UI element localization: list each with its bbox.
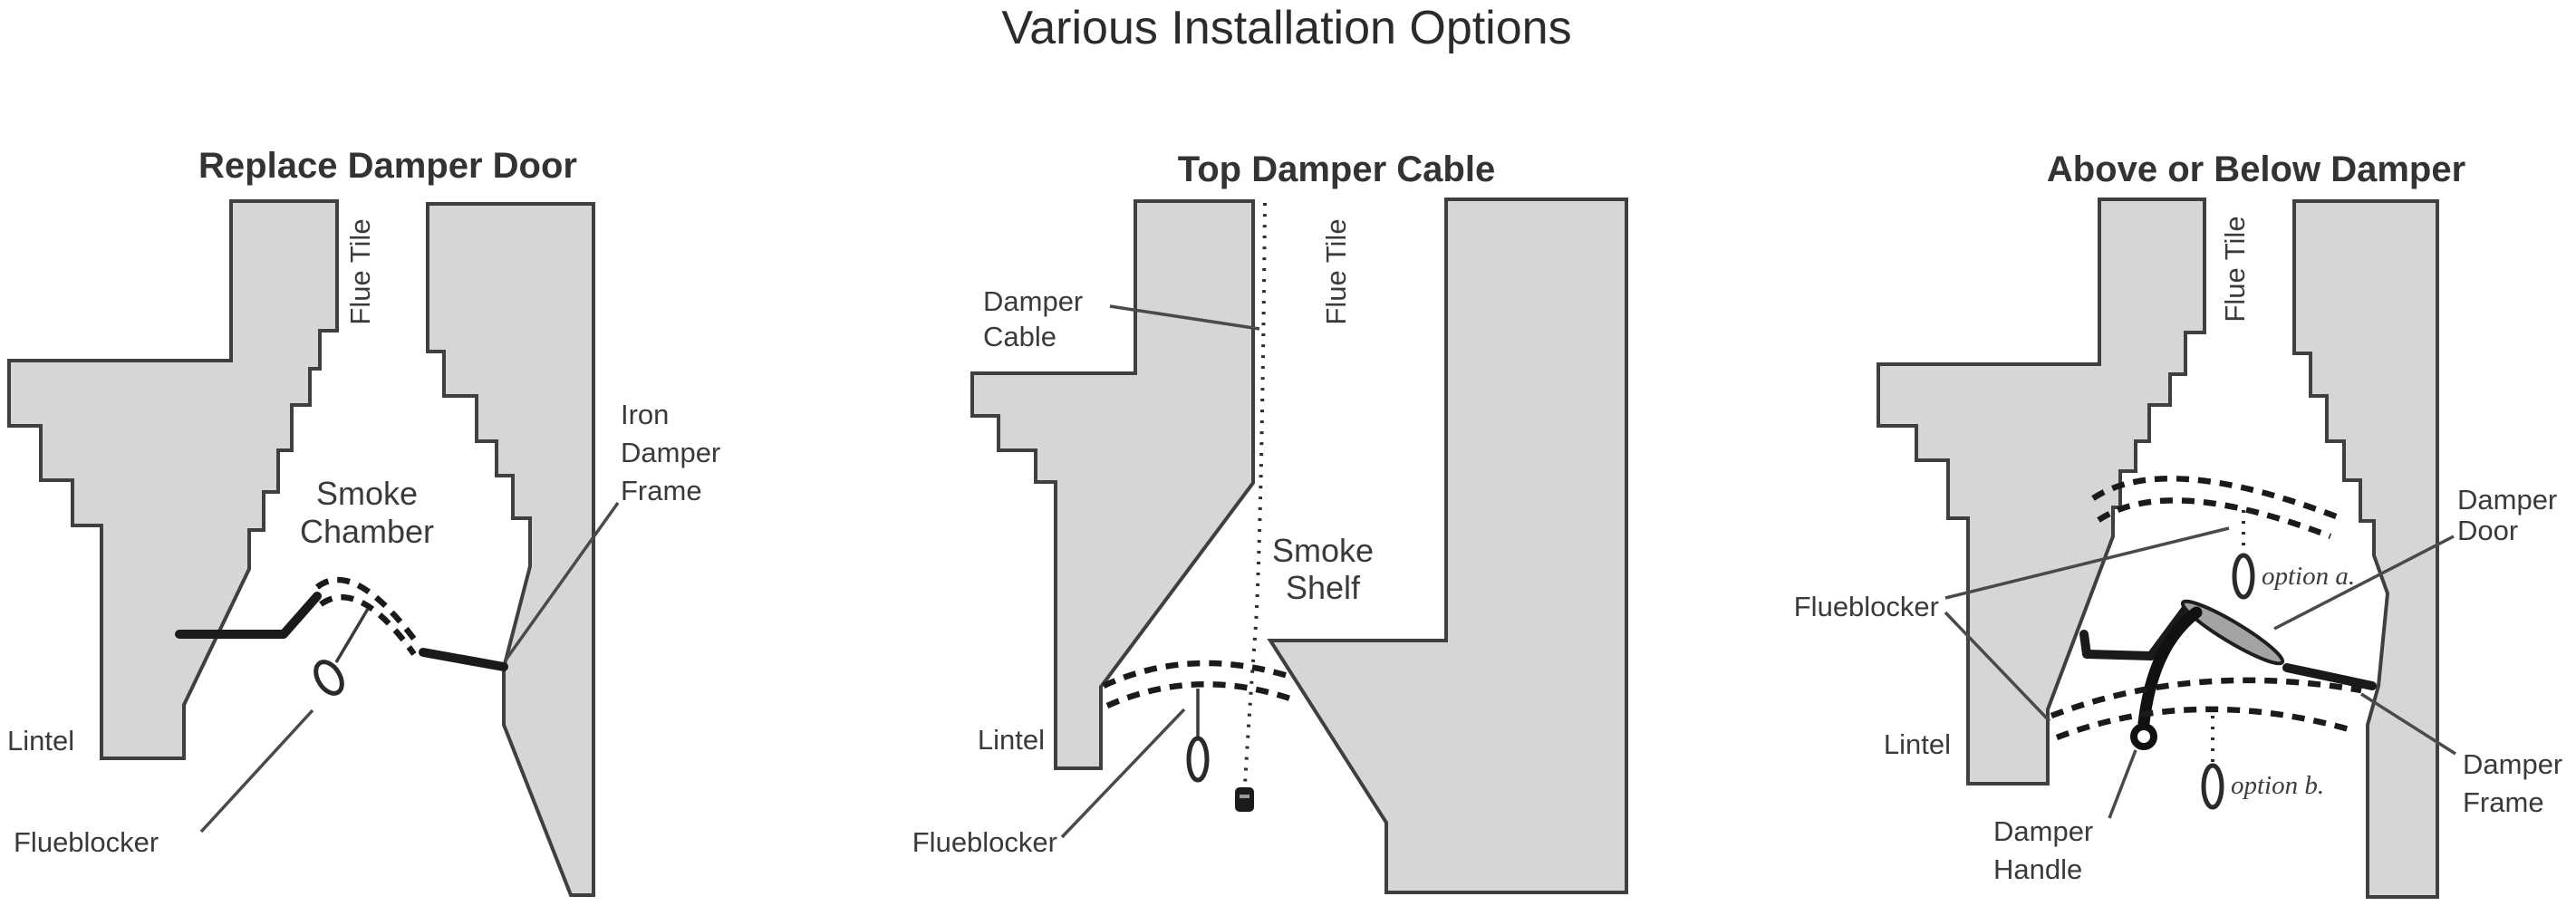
panel1-flueblocker-arc-lower [319,593,417,656]
panel3-option-a-pull-ring [2232,553,2255,600]
panel1-flueblocker-arc-upper [315,576,421,647]
panel2-lintel-label: Lintel [978,724,1045,756]
panel1-pull-ring [314,660,344,696]
panel1-iron-damper-frame-left-line [175,592,322,639]
panel2-flueblocker-leader-line [1060,708,1186,839]
panel-replace-damper-door: Replace Damper Door Flue Tile Smoke Cham… [7,146,720,897]
panel3-option-a-label: option a. [2262,562,2355,591]
panel2-smoke-shelf-label-line2: Shelf [1286,569,1361,606]
panel3-option-b-label: option b. [2231,771,2324,800]
panel3-left-masonry-shape [1877,198,2206,786]
panel1-flueblocker-label: Flueblocker [14,826,159,858]
panel1-iron-damper-frame-label-line3: Frame [621,475,702,506]
panel1-iron-damper-frame-label-line1: Iron [621,399,669,430]
panel3-damper-handle-leader-line [2108,749,2137,819]
panel1-iron-damper-frame-label-line2: Damper [621,437,720,468]
panel3-flueblocker-leader-upper-line [1944,526,2230,600]
panel2-smoke-shelf-label-line1: Smoke [1272,532,1374,569]
panel3-flueblocker-option-b-arc-upper [2050,677,2362,719]
panel3-damper-frame-left-line [2079,602,2192,660]
panel2-right-masonry-shape [1267,198,1628,894]
panel2-title: Top Damper Cable [1178,149,1495,189]
panel3-damper-frame-leader-line [2360,692,2456,756]
panel2-damper-cable-leader-line [1109,304,1260,331]
panel3-flueblocker-option-a-arc-lower [2097,497,2332,540]
panel2-flueblocker-label: Flueblocker [912,826,1057,858]
panel1-lintel-label: Lintel [7,725,74,757]
panel2-flue-tile-label: Flue Tile [1320,218,1352,324]
panel3-flueblocker-option-b-arc-lower [2055,706,2353,741]
panel2-flueblocker-arc-lower [1105,681,1292,708]
panel2-cable-weight [1235,787,1254,812]
panel3-damper-handle-ring [2130,723,2157,750]
panel1-title: Replace Damper Door [198,146,577,186]
panel-above-or-below-damper: Above or Below Damper Flue Tile Fluebloc… [1794,149,2562,899]
panel1-flue-tile-label: Flue Tile [344,218,376,324]
panel3-damper-handle-rod [2137,606,2203,729]
page-title: Various Installation Options [1001,2,1571,54]
panel3-flueblocker-label: Flueblocker [1794,591,1939,622]
panel2-flueblocker-arc-upper [1102,660,1295,689]
panel3-damper-handle-label-line1: Damper [1993,815,2093,847]
panel2-damper-cable-label-line1: Damper [983,285,1083,317]
panel3-option-b-pull-ring [2201,763,2224,810]
panel1-left-masonry-shape [7,199,339,760]
panel2-cable-weight-highlight [1240,795,1249,798]
panel1-iron-damper-frame-leader-line [503,501,620,663]
panel3-damper-frame-label-line2: Frame [2463,786,2544,818]
panel1-smoke-chamber-label-line1: Smoke [316,475,418,512]
panel3-lintel-label: Lintel [1884,728,1951,760]
panel2-left-masonry-shape [970,199,1255,770]
panel3-damper-frame-label-line1: Damper [2463,748,2562,780]
panel1-pull-cord-line [334,608,370,663]
panel3-damper-handle-label-line2: Handle [1993,853,2082,885]
panel3-flue-tile-label: Flue Tile [2219,216,2251,322]
panel2-pull-ring [1186,736,1210,783]
panel1-iron-damper-frame-right-line [419,648,508,671]
panel3-flueblocker-option-a-arc-upper [2091,476,2345,523]
panel-top-damper-cable: Top Damper Cable Damper Cable Flue Tile … [912,149,1628,894]
panel3-flueblocker-leader-lower-line [1944,611,2051,723]
panel1-smoke-chamber-label-line2: Chamber [300,513,434,550]
panel3-damper-frame-right-line [2282,663,2377,690]
panel1-right-masonry-shape [426,202,595,897]
panel1-flueblocker-leader-line [199,708,314,834]
panel3-damper-door-leader-line [2273,535,2455,631]
panel3-damper-door-label-line2: Door [2457,515,2518,546]
panel3-damper-door-plate [2180,599,2285,666]
panel2-damper-cable-label-line2: Cable [983,321,1056,352]
panel3-damper-door-label-line1: Damper [2457,484,2557,516]
panel3-right-masonry-shape [2292,199,2439,899]
panel3-title: Above or Below Damper [2047,149,2465,189]
